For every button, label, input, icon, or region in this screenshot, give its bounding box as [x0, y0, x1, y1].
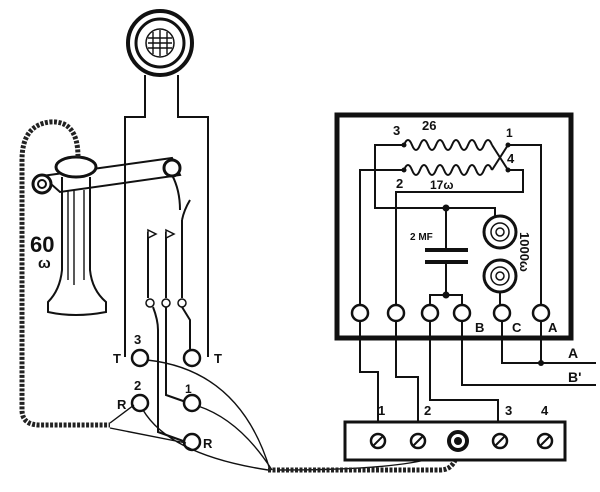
strip-label-2: 2 [424, 403, 431, 418]
switch-hook [31, 156, 191, 221]
box-post-a[interactable] [531, 303, 551, 323]
label-2: 2 [134, 378, 141, 393]
bell-box [334, 112, 574, 341]
stand-wires [109, 359, 459, 471]
box-post-b[interactable] [452, 303, 472, 323]
condenser [425, 204, 468, 313]
hook-switch-springs [145, 220, 191, 443]
coil-label-2: 2 [396, 176, 403, 191]
ringer-label: 1000ω [517, 232, 532, 272]
strip-label-4: 4 [541, 403, 549, 418]
handset-unit: ω [38, 255, 51, 272]
label-t-right: T [214, 351, 222, 366]
coil-value-26: 26 [422, 118, 436, 133]
receiver [126, 9, 194, 77]
box-post-2[interactable] [386, 303, 406, 323]
transmitter-handset [47, 155, 107, 316]
coil-value-17: 17ω [430, 178, 453, 192]
box-post-c[interactable] [492, 303, 512, 323]
handset-resistance: 60 [30, 232, 54, 257]
box-post-1[interactable] [350, 303, 370, 323]
coil-label-4: 4 [507, 151, 515, 166]
strip-label-1: 1 [378, 403, 385, 418]
terminal-strip-screws[interactable] [369, 430, 554, 452]
label-t: T [113, 351, 121, 366]
line-label-a: A [568, 345, 578, 361]
post-label-b: B [475, 320, 484, 335]
post-label-a: A [548, 320, 558, 335]
box-post-3[interactable] [420, 303, 440, 323]
induction-coil [359, 139, 542, 313]
ringer-magnets [482, 214, 518, 313]
stand-body [124, 75, 209, 357]
terminal-t-right[interactable] [182, 348, 202, 368]
line-label-b: B' [568, 369, 581, 385]
label-1: 1 [185, 382, 192, 396]
label-r2: R [117, 397, 127, 412]
coil-label-1: 1 [506, 126, 513, 140]
post-label-c: C [512, 320, 522, 335]
label-r: R [203, 436, 213, 451]
coil-label-3: 3 [393, 123, 400, 138]
cable [268, 449, 461, 473]
condenser-label: 2 MF [410, 232, 433, 243]
handset-cord [19, 119, 110, 428]
label-3: 3 [134, 332, 141, 347]
terminal-t3[interactable] [130, 348, 150, 368]
box-to-strip-wires [359, 321, 596, 440]
terminal-r2[interactable] [130, 393, 150, 413]
strip-label-3: 3 [505, 403, 512, 418]
terminal-1[interactable] [182, 393, 202, 413]
